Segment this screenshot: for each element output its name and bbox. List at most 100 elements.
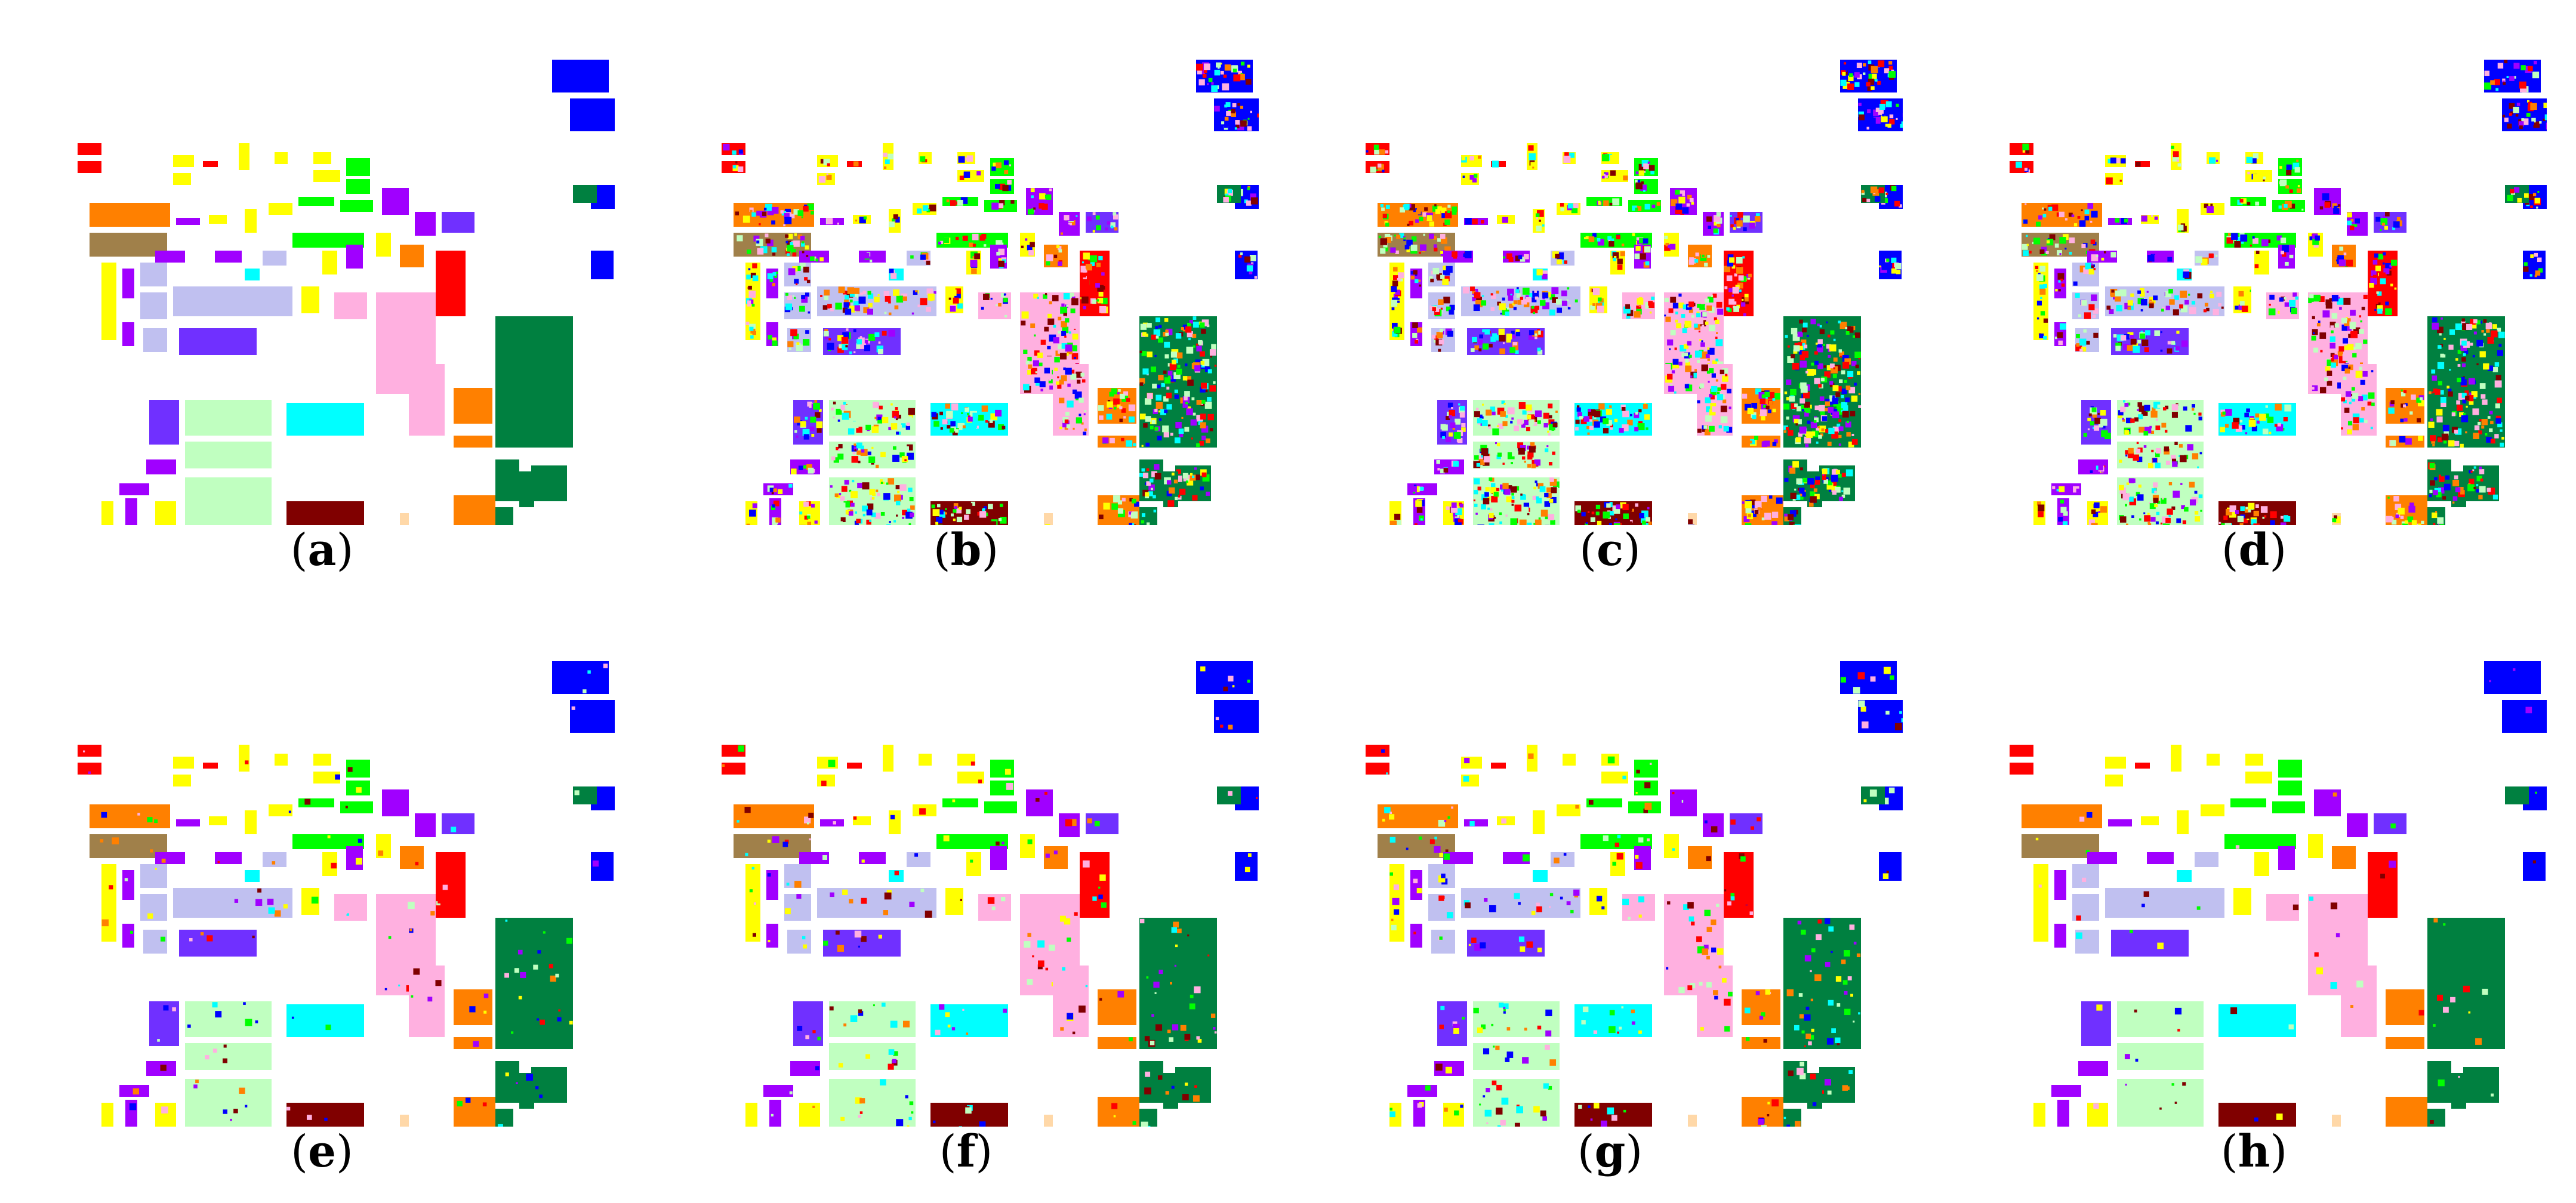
misclassified-pixel [1725,374,1728,377]
misclassified-pixel [2334,323,2339,328]
misclassified-pixel [1534,290,1537,293]
misclassified-pixel [430,911,435,916]
misclassified-pixel [2363,294,2368,300]
misclassified-pixel [809,256,815,261]
misclassified-pixel [1564,260,1568,264]
misclassified-pixel [1034,377,1040,383]
misclassified-pixel [2352,353,2357,358]
misclassified-pixel [1535,213,1540,217]
misclassified-pixel [1732,286,1739,294]
misclassified-pixel [2247,171,2250,175]
field-parcel-purple [122,870,134,900]
misclassified-pixel [939,1004,945,1010]
misclassified-pixel [1576,407,1581,412]
misclassified-pixel [2465,431,2467,434]
misclassified-pixel [893,520,896,523]
misclassified-pixel [2440,397,2446,403]
misclassified-pixel [2107,158,2113,164]
misclassified-pixel [2183,522,2186,525]
misclassified-pixel [2343,400,2347,403]
misclassified-pixel [1238,70,1242,75]
misclassified-pixel [2125,454,2128,456]
misclassified-pixel [1154,408,1158,412]
misclassified-pixel [1062,326,1069,334]
misclassified-pixel [2347,326,2352,331]
misclassified-pixel [788,347,791,350]
misclassified-pixel [1801,492,1806,497]
misclassified-pixel [1648,422,1652,425]
misclassified-pixel [2034,212,2037,215]
misclassified-pixel [1637,180,1641,183]
misclassified-pixel [790,329,797,337]
misclassified-pixel [1244,199,1248,203]
misclassified-pixel [910,505,915,510]
field-parcel-lavender [787,930,811,954]
misclassified-pixel [2137,402,2143,407]
misclassified-pixel [1551,428,1555,431]
misclassified-pixel [1438,348,1441,352]
misclassified-pixel [867,309,873,315]
misclassified-pixel [340,1011,345,1016]
field-parcel-darkgreen [573,185,597,203]
misclassified-pixel [1715,319,1720,324]
misclassified-pixel [2520,65,2526,70]
misclassified-pixel [2492,368,2495,372]
misclassified-pixel [1880,100,1886,106]
misclassified-pixel [223,1109,227,1114]
misclassified-pixel [2380,278,2386,285]
misclassified-pixel [2124,402,2129,407]
misclassified-pixel [1493,517,1496,519]
misclassified-pixel [2483,363,2489,370]
misclassified-pixel [769,323,776,330]
misclassified-pixel [1191,397,1195,400]
misclassified-pixel [1081,261,1084,264]
misclassified-pixel [1085,264,1092,271]
misclassified-pixel [858,1011,864,1016]
misclassified-pixel [2133,346,2140,353]
misclassified-pixel [1051,341,1058,348]
misclassified-pixel [1507,452,1515,459]
misclassified-pixel [1478,455,1484,462]
misclassified-pixel [1201,319,1209,326]
misclassified-pixel [1697,304,1701,308]
misclassified-pixel [245,1019,252,1026]
misclassified-pixel [1158,410,1161,413]
field-parcel-lavender [143,328,167,352]
misclassified-pixel [205,1055,209,1060]
misclassified-pixel [1435,209,1441,214]
misclassified-pixel [2235,510,2239,514]
field-parcel-lavender [140,894,167,921]
misclassified-pixel [2060,279,2063,282]
misclassified-pixel [2093,268,2096,270]
misclassified-pixel [1823,365,1826,368]
misclassified-pixel [1185,326,1192,333]
misclassified-pixel [2377,309,2383,314]
misclassified-pixel [2290,203,2295,209]
misclassified-pixel [2088,519,2095,525]
misclassified-pixel [1711,373,1716,378]
misclassified-pixel [897,491,900,493]
misclassified-pixel [2401,392,2406,397]
misclassified-pixel [907,452,914,460]
misclassified-pixel [960,197,968,204]
field-parcel-red [436,251,466,316]
misclassified-pixel [830,485,833,488]
misclassified-pixel [1182,376,1188,381]
misclassified-pixel [2141,409,2148,416]
misclassified-pixel [2038,504,2045,511]
misclassified-pixel [1589,415,1592,419]
misclassified-pixel [2137,494,2144,501]
misclassified-pixel [1681,314,1686,318]
misclassified-pixel [2286,169,2292,175]
misclassified-pixel [959,507,962,510]
misclassified-pixel [1818,384,1822,388]
misclassified-pixel [2132,515,2137,520]
misclassified-pixel [2523,193,2529,198]
misclassified-pixel [1534,336,1537,340]
misclassified-pixel [955,429,959,433]
misclassified-pixel [1716,301,1723,308]
misclassified-pixel [805,292,809,297]
misclassified-pixel [1396,235,1401,239]
misclassified-pixel [1070,220,1076,226]
misclassified-pixel [2467,484,2475,492]
